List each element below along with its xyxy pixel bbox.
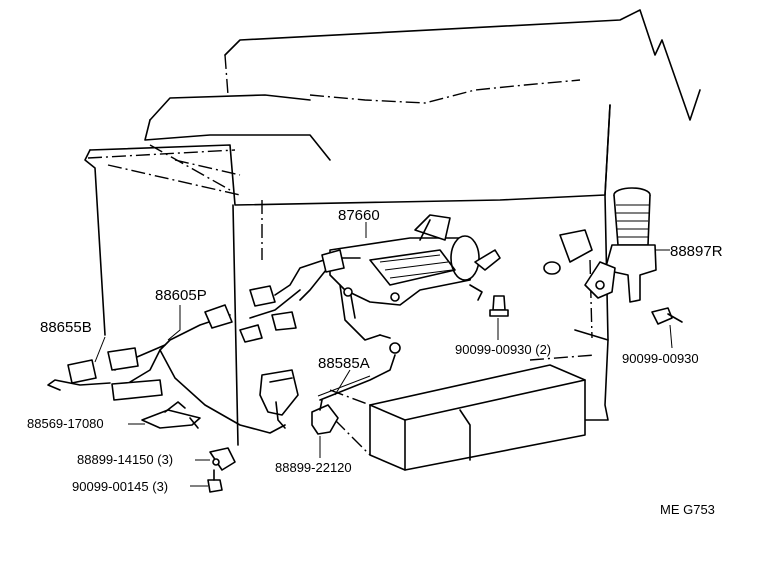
bolt-90099-00930-2 xyxy=(489,295,509,317)
label-87660: 87660 xyxy=(338,207,380,224)
label-90099-00145: 90099-00145 (3) xyxy=(72,479,168,494)
part-labels: 87660 88897R 88605P 88655B 90099-00930 (… xyxy=(27,207,723,517)
air-dryer-88897R xyxy=(543,187,657,303)
label-88569-17080: 88569-17080 xyxy=(27,416,104,431)
label-88605P: 88605P xyxy=(155,287,207,304)
wire-harness-88605P xyxy=(47,249,361,434)
label-88899-14150: 88899-14150 (3) xyxy=(77,452,173,467)
connector-88655B xyxy=(67,347,163,401)
vehicle-body-outline xyxy=(84,9,701,446)
label-90099-00930: 90099-00930 xyxy=(622,351,699,366)
label-90099-00930-2: 90099-00930 (2) xyxy=(455,342,551,357)
compressor-87660 xyxy=(329,214,501,341)
diagram-code: ME G753 xyxy=(660,502,715,517)
label-88585A: 88585A xyxy=(318,355,370,372)
sensor-connector xyxy=(259,369,299,429)
bolt-90099-00930 xyxy=(651,307,683,325)
bolt-90099-00145 xyxy=(207,469,223,493)
rod-88585A xyxy=(317,334,401,401)
clip-88899-22120 xyxy=(311,399,339,435)
bracket-88569-17080 xyxy=(141,401,201,429)
label-88897R: 88897R xyxy=(670,243,723,260)
leader-lines xyxy=(94,222,673,487)
label-88655B: 88655B xyxy=(40,319,92,336)
clamp-88899-14150 xyxy=(209,447,236,471)
label-88899-22120: 88899-22120 xyxy=(275,460,352,475)
